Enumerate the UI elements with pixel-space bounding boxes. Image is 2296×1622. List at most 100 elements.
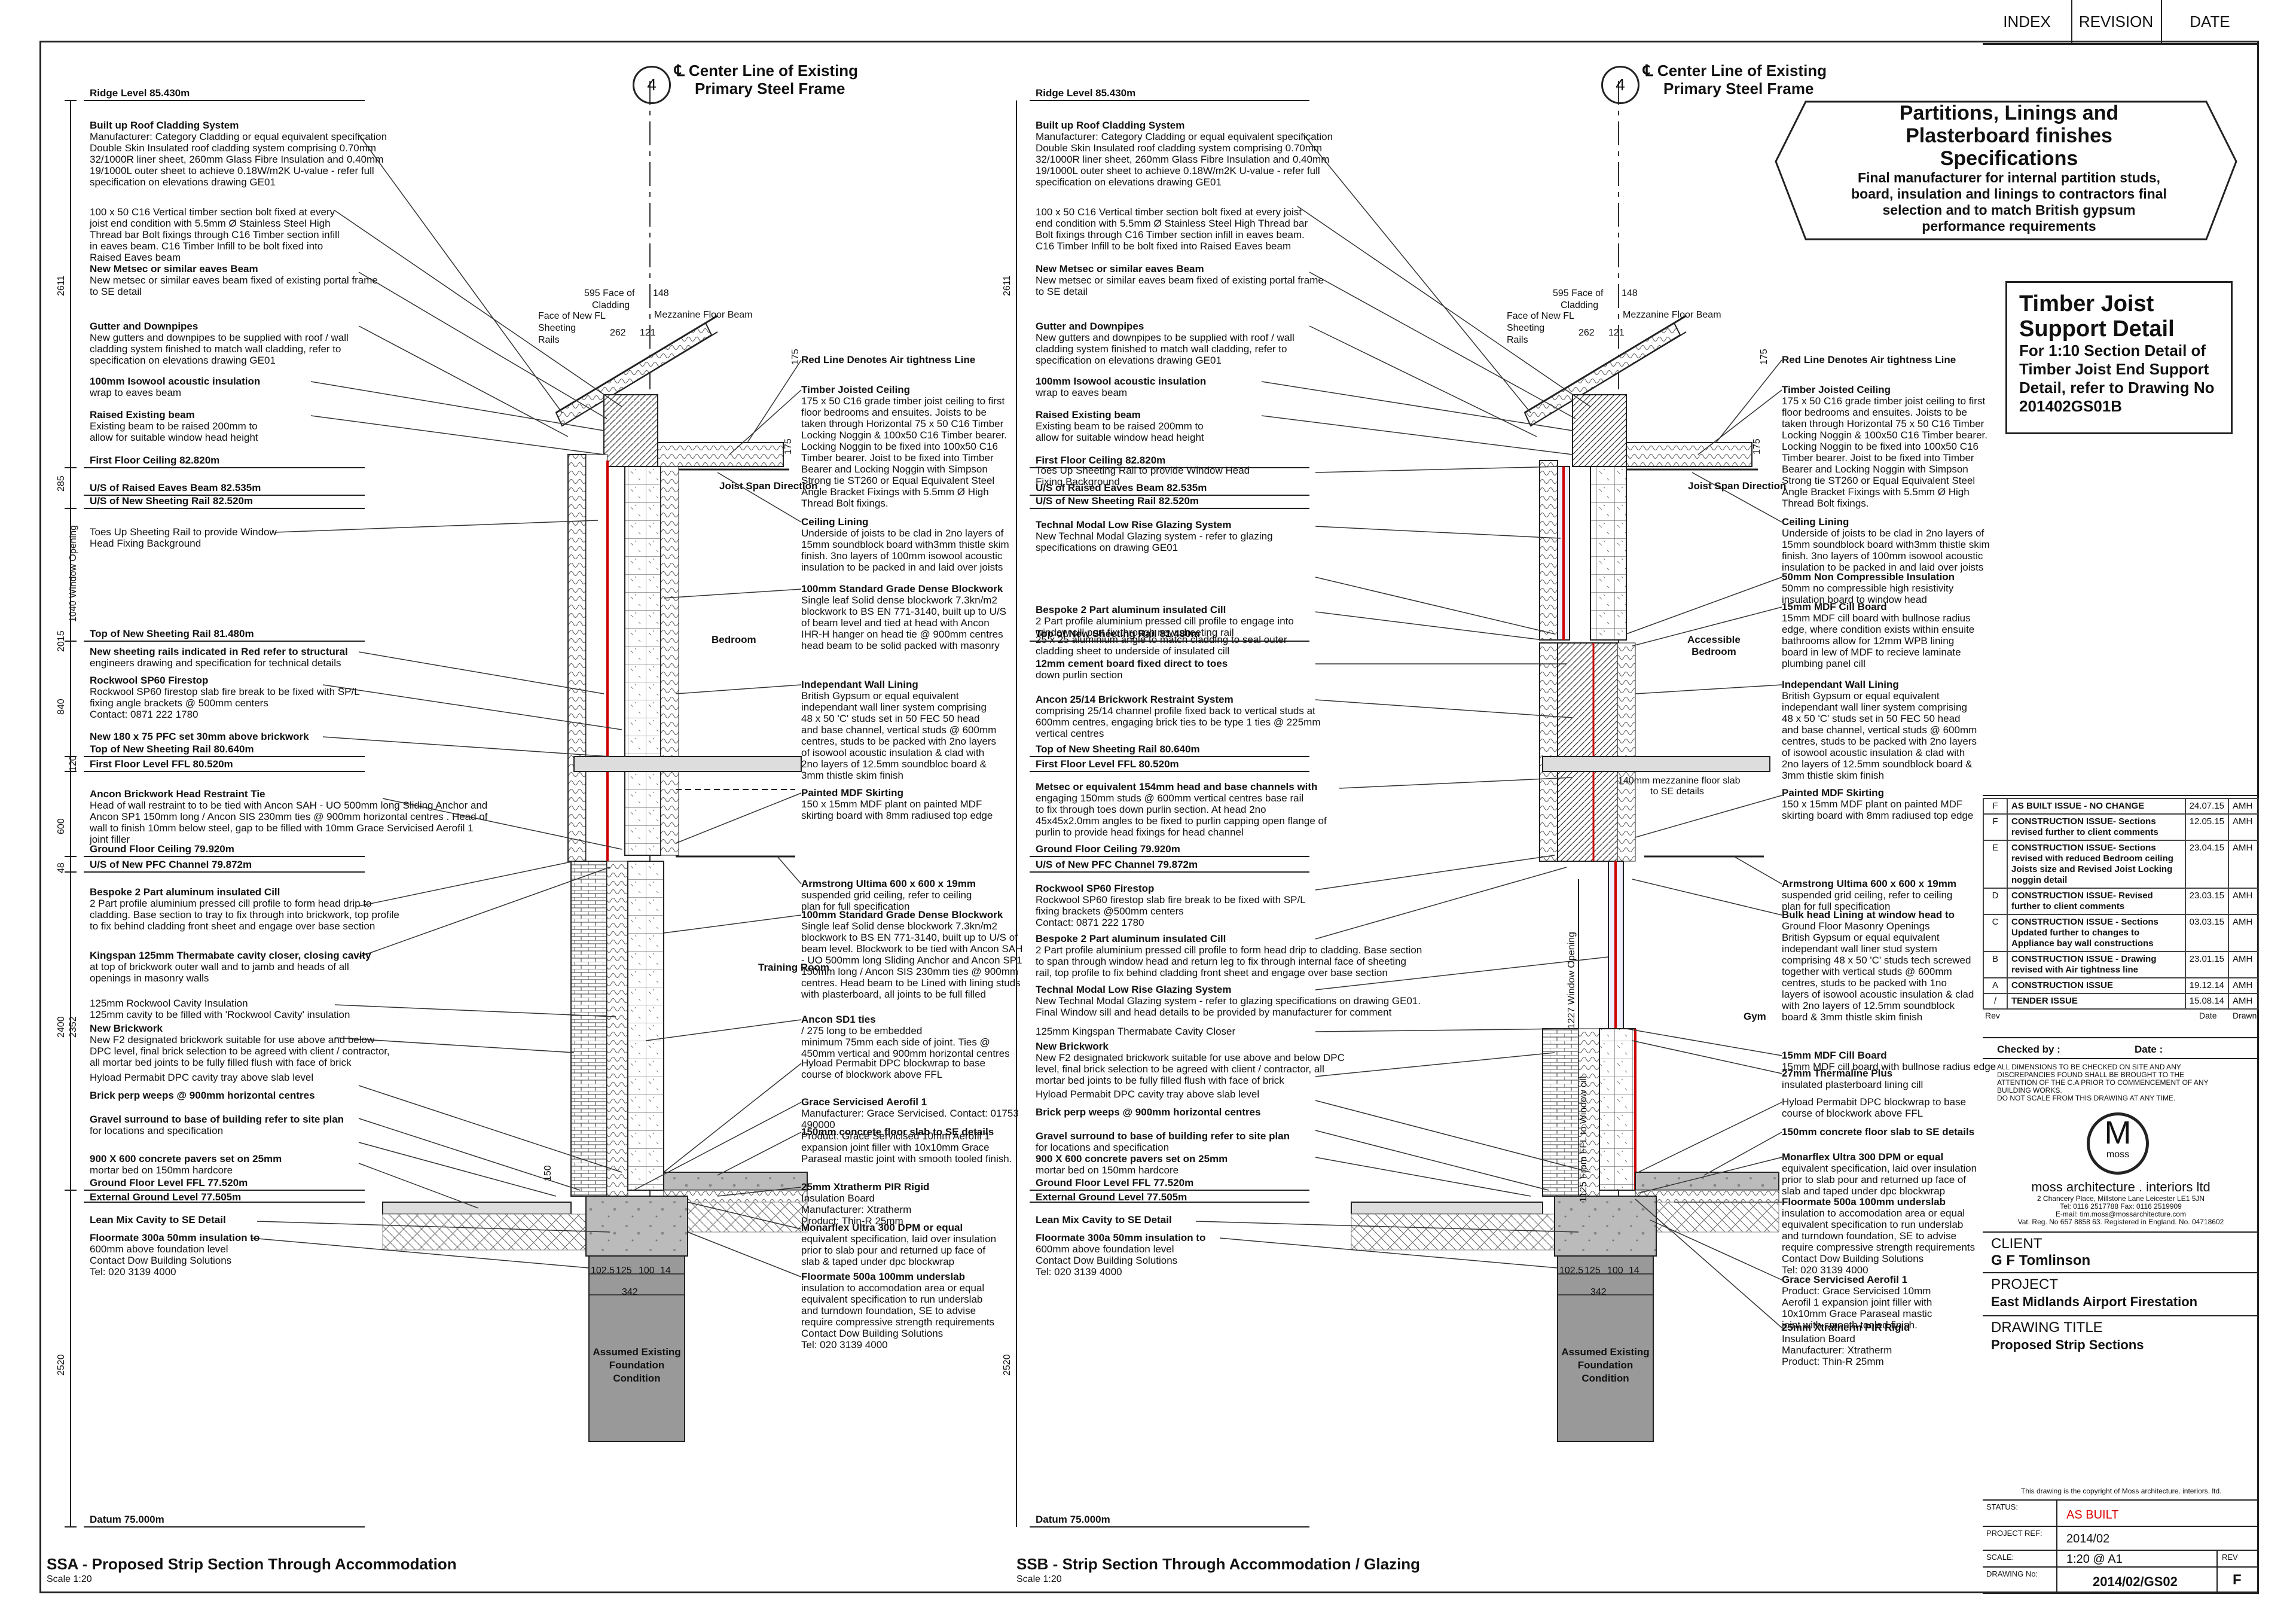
note-heading: Built up Roof Cladding System bbox=[90, 120, 239, 131]
note-line: New gutters and downpipes to be supplied… bbox=[90, 332, 349, 343]
level-label: Datum 75.000m bbox=[90, 1514, 164, 1525]
note-line: board in lew of MDF to recieve laminate bbox=[1782, 647, 1961, 658]
note-line: 600mm above foundation level bbox=[1036, 1243, 1174, 1255]
note-line: mortar bed on 150mm hardcore bbox=[90, 1164, 233, 1176]
note-line: Timber bearer. Joist to be fixed into Ti… bbox=[801, 452, 994, 464]
level-label: U/S of Raised Eaves Beam 82.535m bbox=[90, 482, 261, 493]
revision-desc: AS BUILT ISSUE - NO CHANGE bbox=[2007, 798, 2186, 815]
dim-text: 125 bbox=[616, 1266, 632, 1276]
joist-span-label: Joist Span Direction bbox=[1688, 480, 1787, 492]
note-heading: Ancon 25/14 Brickwork Restraint System bbox=[1036, 694, 1234, 705]
note-line: 2 Part profile aluminium pressed cill pr… bbox=[1036, 615, 1294, 627]
note-line: for locations and specification bbox=[1036, 1142, 1170, 1153]
logo-letter: M bbox=[2104, 1115, 2132, 1151]
note-line: 2 Part profile aluminium pressed cill pr… bbox=[90, 898, 372, 909]
note-line: slab & taped under dpc blockwrap bbox=[801, 1256, 955, 1267]
dim-text: 595 Face of bbox=[584, 288, 635, 298]
note-heading: 15mm MDF Cill Board bbox=[1782, 1050, 1887, 1061]
project-value: East Midlands Airport Firestation bbox=[1991, 1294, 2198, 1309]
note-line: and turndown foundation, SE to advise bbox=[801, 1305, 976, 1316]
level-label: Top of New Sheeting Rail 80.640m bbox=[1036, 743, 1200, 755]
header-index: INDEX bbox=[1983, 0, 2072, 45]
note-line: centres, studs to be packed with 2no lay… bbox=[1782, 736, 1977, 747]
note-line: Angle Bracket Fixings with 5.5mm Ø High bbox=[801, 486, 989, 498]
dim-text: 100 bbox=[1607, 1266, 1623, 1276]
practice-address: 2 Chancery Place, Millstone Lane Leicest… bbox=[2037, 1194, 2205, 1203]
note-line: Final Window sill and head details to be… bbox=[1036, 1007, 1392, 1018]
note-line: together with vertical studs @ 600mm bbox=[1782, 966, 1952, 977]
note-line: Fixing Background bbox=[1036, 476, 1120, 487]
note-line: Contact: 0871 222 1780 bbox=[1036, 917, 1144, 928]
practice-block: moss architecture . interiors ltd 2 Chan… bbox=[1983, 1179, 2259, 1226]
note-line: bathrooms allow for 12mm WPB lining bbox=[1782, 635, 1955, 647]
revision-by-text: AMH bbox=[2233, 891, 2253, 901]
note-line: cladding system finished to match wall c… bbox=[1036, 343, 1287, 355]
note-line: Thread Bolt fixings. bbox=[1782, 498, 1869, 509]
note-line: Tel: 020 3139 4000 bbox=[1036, 1266, 1122, 1278]
note-heading: Monarflex Ultra 300 DPM or equal bbox=[801, 1222, 963, 1233]
note-line: 125mm Rockwool Cavity Insulation bbox=[90, 998, 248, 1009]
note-heading: Technal Modal Low Rise Glazing System bbox=[1036, 519, 1232, 530]
note-line: Underside of joists to be clad in 2no la… bbox=[801, 528, 1004, 539]
note-line: wrap to eaves beam bbox=[1036, 387, 1128, 398]
note-line: skirting board with 8mm radiused top edg… bbox=[801, 810, 993, 821]
annotation-note: Kingspan 125mm Thermabate cavity closer,… bbox=[90, 950, 371, 984]
note-heading: Bespoke 2 Part aluminum insulated Cill bbox=[1036, 933, 1226, 944]
level-label: U/S of New PFC Channel 79.872m bbox=[90, 859, 252, 870]
rev-footer: Rev Date Drawn bbox=[1983, 1010, 2259, 1023]
dim-text: 262 bbox=[610, 328, 626, 338]
note-line: Ancon SP1 150mm long / Ancon SIS 230mm t… bbox=[90, 811, 488, 822]
note-heading: Ceiling Lining bbox=[1782, 516, 1849, 528]
note-line: Paraseal mastic joint with smooth tooled… bbox=[801, 1153, 1012, 1164]
dim-text: Face of New FL bbox=[538, 311, 606, 321]
note-heading: New sheeting rails indicated in Red refe… bbox=[90, 646, 348, 657]
note-heading: Gravel surround to base of building refe… bbox=[90, 1114, 344, 1125]
tj-sub: Timber Joist End Support bbox=[2019, 360, 2209, 378]
revision-desc-text: CONSTRUCTION ISSUE - Sections Updated fu… bbox=[2011, 917, 2158, 949]
note-line: Locking Noggin to be fixed into 100x50 C… bbox=[801, 441, 998, 452]
level-label: External Ground Level 77.505m bbox=[90, 1191, 242, 1203]
rev-footer-rev: Rev bbox=[1985, 1011, 2000, 1020]
note-line: Contact: 0871 222 1780 bbox=[90, 709, 199, 720]
note-line: require compressive strength requirement… bbox=[801, 1316, 995, 1328]
revision-code-text: A bbox=[1992, 980, 1998, 990]
note-heading: Armstrong Ultima 600 x 600 x 19mm bbox=[801, 878, 976, 889]
practice-address: E-mail: tim.moss@mossarchitecture.com bbox=[2055, 1210, 2187, 1218]
note-line: 48 x 50 'C' studs set in 50 FEC 50 head bbox=[801, 713, 980, 724]
note-heading: Ancon SD1 ties bbox=[801, 1014, 876, 1025]
note-heading: 150mm concrete floor slab to SE details bbox=[801, 1126, 994, 1138]
level-label: First Floor Level FFL 80.520m bbox=[90, 758, 233, 770]
scale-value: 1:20 @ A1 bbox=[2066, 1553, 2123, 1566]
note-line: Manufacturer: Category Cladding or equal… bbox=[1036, 131, 1333, 142]
foundation-label: Assumed Existing Foundation Condition bbox=[1561, 1346, 1650, 1385]
ssb-scale: Scale 1:20 bbox=[1016, 1574, 1062, 1584]
revision-code-text: / bbox=[1993, 996, 1997, 1006]
revision-code-text: F bbox=[1992, 801, 1998, 811]
revision-by: AMH bbox=[2228, 813, 2259, 841]
revision-desc: CONSTRUCTION ISSUE- Sections revised fur… bbox=[2007, 813, 2186, 841]
note-line: 175 x 50 C16 grade timber joist ceiling … bbox=[1782, 395, 1986, 407]
note-line: comprising 48 x 50 'C' studs tech screwe… bbox=[1782, 955, 1971, 966]
client-value: G F Tomlinson bbox=[1991, 1252, 2091, 1269]
revision-date: 15.08.14 bbox=[2184, 993, 2230, 1010]
revision-date: 03.03.15 bbox=[2184, 914, 2230, 952]
revision-code: B bbox=[1983, 951, 2008, 978]
note-line: equivalent specification to run undersla… bbox=[1782, 1219, 1964, 1230]
note-line: New F2 designated brickwork suitable for… bbox=[1036, 1052, 1345, 1063]
dim-text: 175 bbox=[1752, 438, 1762, 455]
note-line: Hyload Permabit DPC blockwrap to base bbox=[801, 1057, 986, 1069]
drawing-title-value: Proposed Strip Sections bbox=[1991, 1337, 2144, 1352]
note-heading: New 180 x 75 PFC set 30mm above brickwor… bbox=[90, 731, 309, 742]
ssa-scale: Scale 1:20 bbox=[47, 1574, 92, 1584]
note-line: prior to slab pour and returned up face … bbox=[801, 1245, 986, 1256]
note-line: Underside of joists to be clad in 2no la… bbox=[1782, 528, 1984, 539]
